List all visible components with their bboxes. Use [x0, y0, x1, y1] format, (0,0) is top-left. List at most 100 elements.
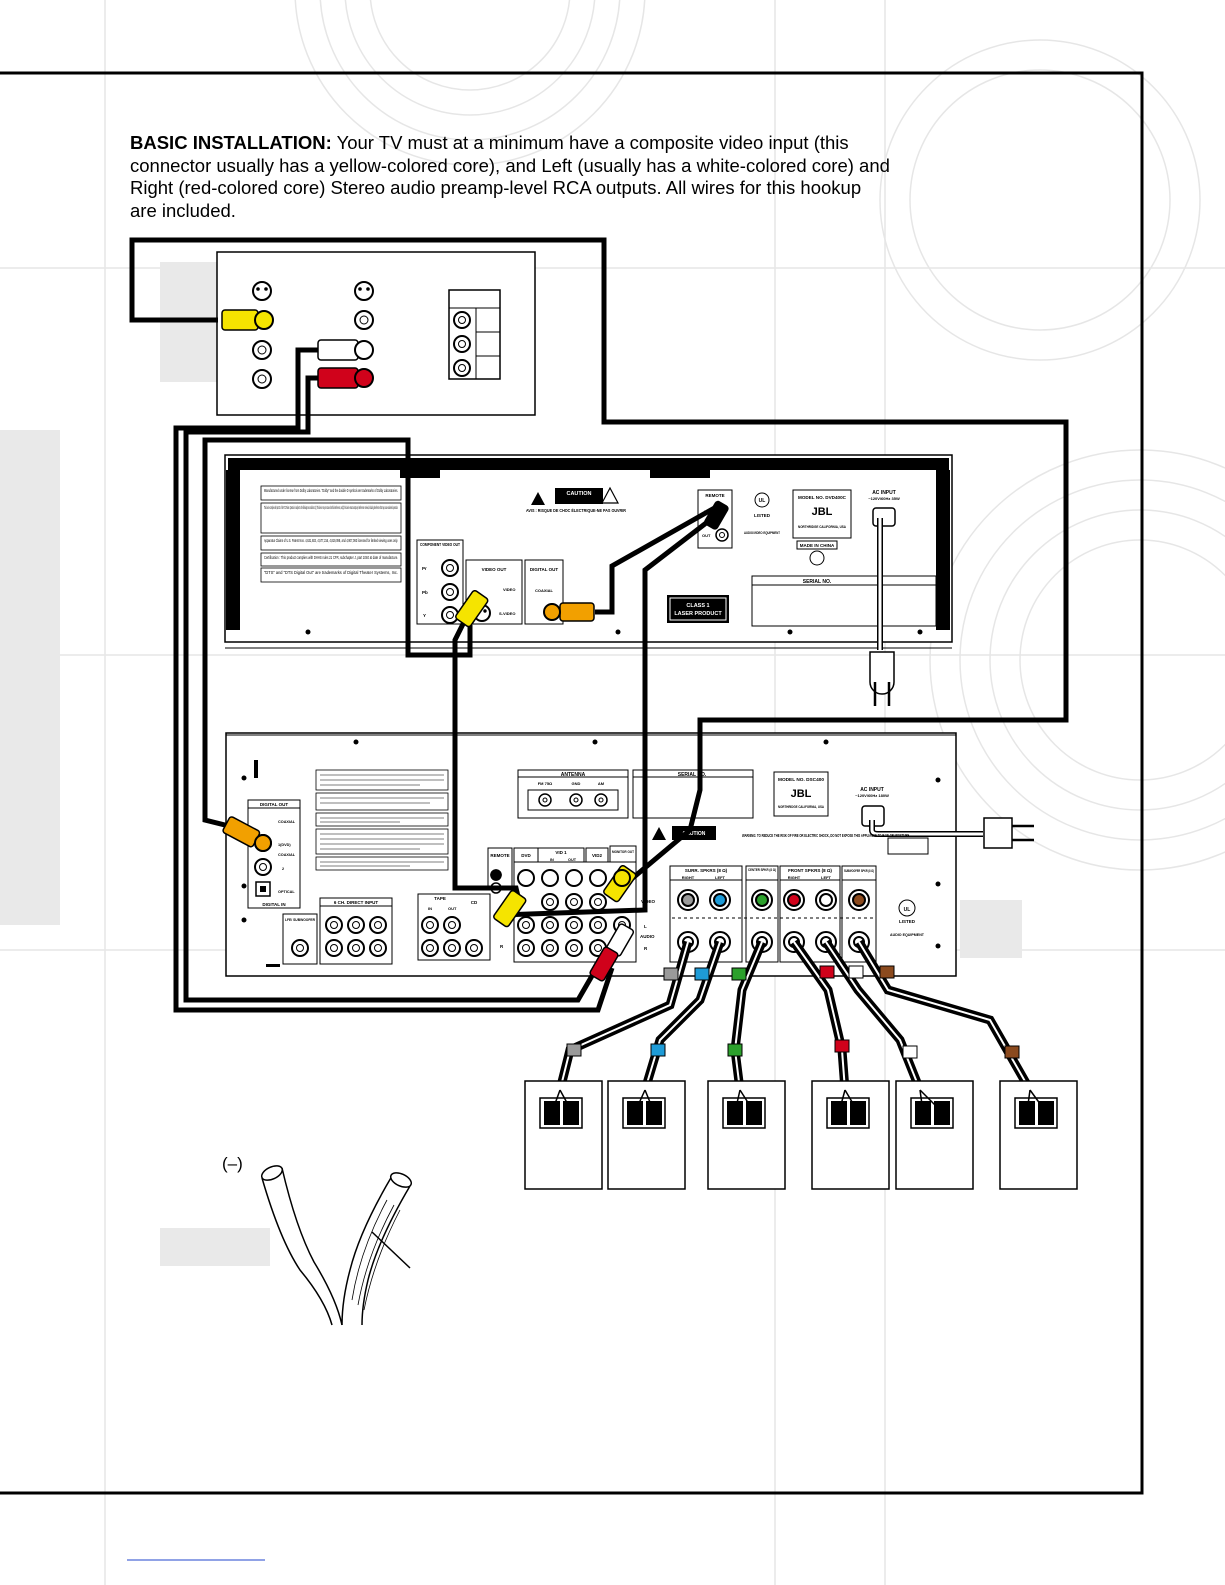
- audio-r-label: R: [644, 946, 648, 951]
- antenna-label: ANTENNA: [561, 772, 586, 778]
- intro-body: Your TV must at a minimum have a composi…: [130, 132, 890, 221]
- dvd-player-back-panel: Manufactured under license from Dolby La…: [224, 454, 953, 706]
- receiver-ul-text: UL: [904, 907, 911, 913]
- yellow-plug: [221, 309, 259, 331]
- shade-block: [0, 430, 60, 925]
- speaker-surround-left: [607, 1080, 686, 1190]
- vid2-label: VID2: [592, 853, 603, 858]
- front-right-label: RIGHT: [788, 875, 801, 880]
- surr-spkrs-label: SURR. SPKRS (8 Ω): [685, 868, 728, 873]
- remote-label: REMOTE: [705, 493, 724, 498]
- remote-out-label: OUT: [702, 533, 711, 538]
- receiver-ac-rating: ~120V/60Hz 180W: [855, 793, 889, 798]
- pb-label: Pb: [422, 590, 428, 595]
- dvd-notice-1: Manufactured under license from Dolby La…: [264, 488, 398, 493]
- audio-l-label: L: [644, 924, 647, 929]
- wires: [129, 237, 1069, 1013]
- s-video-label: S-VIDEO: [499, 611, 515, 616]
- receiver-model-label: MODEL NO. DSC400: [778, 777, 825, 782]
- dvd-brand: JBL: [812, 506, 833, 518]
- tape-label: TAPE: [434, 896, 446, 901]
- front-spkrs-label: FRONT SPKRS (8 Ω): [788, 868, 832, 873]
- wire-negative-label: (–): [222, 1154, 243, 1173]
- receiver-origin: NORTHRIDGE CALIFORNIA, USA: [778, 804, 824, 809]
- receiver-back-panel: ANTENNA FM 75Ω GND AM SERIAL NO. MODEL N…: [225, 732, 1034, 977]
- dvd-serial-label: SERIAL NO.: [803, 579, 832, 585]
- dvd-notices: Manufactured under license from Dolby La…: [260, 485, 402, 583]
- rca-jack: [252, 369, 272, 389]
- tv-panel: [216, 251, 536, 416]
- listed-text: LISTED: [754, 513, 771, 518]
- wire-color-bands: [566, 965, 1020, 1059]
- audio-equipment-text: AUDIO EQUIPMENT: [890, 932, 924, 937]
- caution-text: CAUTION: [566, 491, 591, 497]
- fm-label: FM 75Ω: [538, 781, 553, 786]
- intro-heading: BASIC INSTALLATION:: [130, 132, 332, 153]
- subwoofer-spkr-label: SUBWOOFER SPKR (8 Ω): [844, 868, 874, 873]
- receiver-brand: JBL: [791, 788, 812, 800]
- avis-text: AVIS : RISQUE DE CHOC ÉLECTRIQUE-NE PAS …: [526, 506, 627, 513]
- yellow-plug: [493, 889, 527, 928]
- video-out-label: VIDEO OUT: [482, 567, 507, 572]
- receiver-caution-text: CAUTION: [683, 831, 706, 837]
- receiver-dvd1-label: 1(DVD): [278, 843, 291, 847]
- audio-label: AUDIO: [640, 934, 655, 939]
- front-left-label: LEFT: [821, 875, 832, 880]
- receiver-warning-text: WARNING: TO REDUCE THE RISK OF FIRE OR E…: [742, 833, 910, 838]
- speaker-wire-illustration: [260, 1165, 413, 1326]
- class1-label: CLASS 1: [686, 603, 709, 609]
- speaker-center: [707, 1080, 786, 1190]
- rca-jack: [252, 340, 272, 360]
- receiver-ac-input-label: AC INPUT: [860, 787, 884, 793]
- vid1-out-label: OUT: [568, 858, 577, 862]
- receiver-two-label: 2: [282, 867, 284, 871]
- plugs: [221, 309, 729, 982]
- shade-block: [960, 900, 1022, 958]
- receiver-coaxial2-label: COAXIAL: [278, 853, 296, 857]
- shade-block: [160, 1228, 270, 1266]
- digital-out-label: DIGITAL OUT: [530, 567, 559, 572]
- direct-input-label: 6 CH. DIRECT INPUT: [334, 900, 379, 905]
- orange-plug: [559, 602, 595, 622]
- receiver-listed-text: LISTED: [899, 919, 916, 924]
- vid1-label: VID 1: [555, 850, 567, 855]
- laser-product-label: LASER PRODUCT: [674, 611, 722, 617]
- basic-installation-text: BASIC INSTALLATION: Your TV must at a mi…: [130, 132, 890, 222]
- receiver-dvd-label: DVD: [521, 853, 531, 858]
- page-frame: [0, 71, 1144, 1495]
- ul-text: UL: [759, 498, 766, 504]
- pr-label: Pr: [422, 566, 427, 571]
- dvd-ac-input-label: AC INPUT: [872, 490, 896, 496]
- made-in-label: MADE IN CHINA: [800, 543, 835, 548]
- vid1-in-label: IN: [550, 858, 554, 862]
- speaker-subwoofer: [999, 1080, 1078, 1190]
- receiver-serial-label: SERIAL NO.: [678, 772, 707, 778]
- white-plug: [317, 339, 359, 361]
- monitor-video-label: VIDEO: [641, 899, 656, 904]
- red-plug: [317, 367, 359, 389]
- receiver-optical-label: OPTICAL: [278, 890, 295, 894]
- cd-r-label: R: [500, 944, 504, 949]
- dvd-notice-4: Certification : This product complies wi…: [264, 555, 398, 560]
- lfe-label: LFE/ SUBWOOFER: [285, 917, 315, 922]
- am-label: AM: [598, 781, 605, 786]
- speakers: [524, 1080, 1078, 1190]
- surr-left-label: LEFT: [715, 875, 726, 880]
- cd-label: CD: [471, 900, 478, 905]
- yellow-plug: [455, 589, 489, 628]
- receiver-coaxial-label: COAXIAL: [278, 820, 296, 824]
- caution-label: CAUTION AVIS : RISQUE DE CHOC ÉLECTRIQUE…: [526, 486, 627, 513]
- tape-in-label: IN: [428, 906, 432, 911]
- ul-logo: [754, 492, 770, 508]
- surr-right-label: RIGHT: [682, 875, 695, 880]
- receiver-digital-out-label: DIGITAL OUT: [260, 802, 289, 807]
- s-video-jack: [252, 281, 272, 301]
- dvd-origin: NORTHRIDGE CALIFORNIA, USA: [798, 524, 846, 529]
- coaxial-label: COAXIAL: [535, 588, 554, 593]
- center-spkr-label: CENTER SPKR (8 Ω): [748, 867, 776, 872]
- speaker-wires: [555, 939, 1034, 1093]
- dvd-ac-rating: ~120V/60Hz 35W: [868, 496, 900, 501]
- component-video-out-label: COMPONENT VIDEO OUT: [420, 542, 460, 547]
- dvd-notice-3: Apparatus Claims of U.S. Patent Nos. 4,6…: [264, 538, 398, 543]
